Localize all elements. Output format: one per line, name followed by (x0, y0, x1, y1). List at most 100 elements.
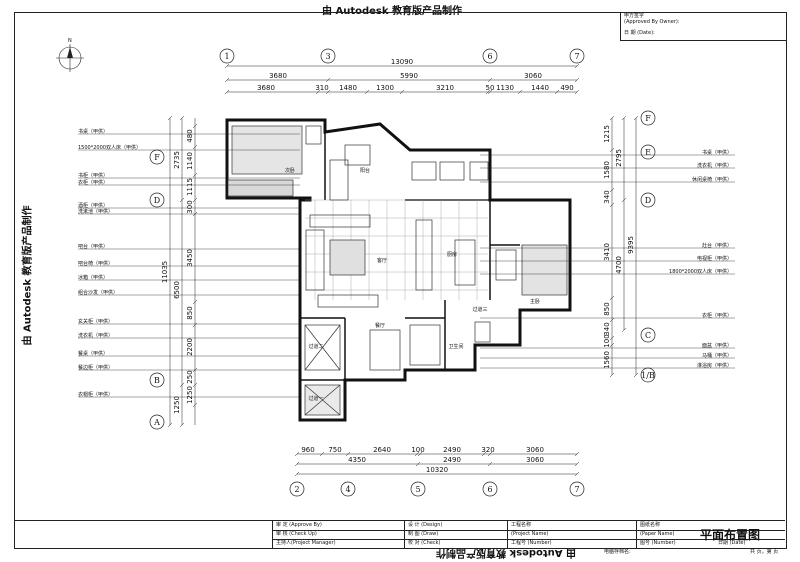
room-label-0: 次卧 (285, 167, 295, 174)
drawing-title: 平面布置图 (700, 528, 761, 542)
dim-tick (167, 115, 173, 121)
dim-tick (325, 77, 331, 83)
bottom-dim-row1-6: 3060 (526, 446, 544, 454)
dim-tick (192, 197, 198, 203)
left-leader-label-4: 酒柜（甲供） (78, 202, 108, 209)
owner-approved-label: (Approved By Owner): (624, 19, 680, 25)
dim-tick (179, 115, 185, 121)
bottom-dim-row2-0: 4350 (348, 456, 366, 464)
top-dim-row3-0: 3680 (257, 84, 275, 92)
right-leader-label-1: 洗衣机（甲供） (697, 162, 732, 169)
left-leader-label-6: 吧台（甲供） (78, 243, 108, 250)
dim-tick (574, 471, 580, 477)
right-dim-inner-1: 1580 (603, 161, 611, 179)
right-dim-inner-2: 340 (603, 190, 611, 203)
right-axis-0-circle (640, 110, 656, 126)
bottom-dim-row1-4: 2490 (443, 446, 461, 454)
dim-tick (609, 335, 615, 341)
bottom-axis-3-circle (482, 481, 498, 497)
left-dim-middle-0: 2735 (173, 151, 181, 169)
dim-tick (517, 89, 523, 95)
bottom-axis-2: 5 (415, 485, 420, 494)
right-dim-inner-5: 340 (603, 322, 611, 335)
top-dim-overall: 13090 (391, 58, 413, 66)
room-label-9: 过道一 (308, 395, 323, 402)
right-leader-label-6: 衣柜（甲供） (702, 312, 732, 319)
left-axis-3-circle (149, 414, 165, 430)
dim-tick (294, 461, 300, 467)
bottom-dim-row2-2: 3060 (526, 456, 544, 464)
furniture (227, 125, 568, 416)
left-leader-label-12: 餐桌（甲供） (78, 350, 108, 357)
dim-tick (609, 372, 615, 378)
right-axis-2: D (645, 196, 651, 205)
room-labels: 次卧阳台客厅厨房主卧过道三餐厅过道二卫生间过道一 (285, 167, 540, 402)
dim-tick (609, 295, 615, 301)
dim-tick (633, 372, 639, 378)
dim-tick (364, 89, 370, 95)
right-dim-inner-0: 1215 (603, 125, 611, 143)
design-label: 设 计 (Design) (408, 522, 443, 528)
left-dim-middle-2: 1250 (173, 396, 181, 414)
dim-tick (609, 317, 615, 323)
dim-tick (609, 187, 615, 193)
dim-tick (224, 77, 230, 83)
right-dim-overall: 9395 (627, 236, 635, 254)
right-axis-1: E (645, 148, 651, 157)
right-leader-label-9: 淋浴房（甲供） (697, 362, 732, 369)
project-name-label: 工程名称 (511, 522, 532, 528)
top-dim-row3-1: 310 (315, 84, 328, 92)
dim-tick (481, 451, 487, 457)
dim-tick (319, 451, 325, 457)
top-dim-row3-6: 1130 (496, 84, 514, 92)
right-leader-label-0: 书桌（甲供） (702, 149, 732, 156)
paper-name-label: 图纸名称 (640, 522, 661, 528)
bottom-dim-row2-1: 2490 (443, 456, 461, 464)
dim-tick (325, 89, 331, 95)
top-axis-1: 3 (325, 52, 330, 61)
left-axis-1-circle (149, 192, 165, 208)
right-leader-label-2: 休闲桌椅（甲供） (692, 176, 732, 183)
left-leader-label-10: 玄关柜（甲供） (78, 318, 113, 325)
owner-sign-label: 甲方签字 (624, 13, 645, 19)
dim-tick (621, 115, 627, 121)
dim-tick (609, 342, 615, 348)
left-dim-inner-7: 250 (186, 370, 194, 383)
dim-tick (192, 299, 198, 305)
dim-tick (414, 451, 420, 457)
left-leader-label-13: 餐边柜（甲供） (78, 364, 113, 371)
room-label-2: 客厅 (377, 257, 387, 264)
top-axis-1-circle (320, 48, 336, 64)
bottom-axis-1-circle (340, 481, 356, 497)
right-dim-middle-1: 4700 (615, 256, 623, 274)
right-leader-label-4: 电视柜（甲供） (697, 255, 732, 262)
top-dim-row3-7: 1440 (531, 84, 549, 92)
dim-tick (487, 451, 493, 457)
furniture-leaders: 书桌（甲供）1500*2000双人床（甲供）书柜（甲供）衣柜（甲供）酒柜（甲供）… (78, 128, 735, 398)
top-dim-row3-5: 50 (486, 84, 495, 92)
dim-tick (179, 197, 185, 203)
dim-tick (167, 422, 173, 428)
top-axis-3: 7 (574, 52, 579, 61)
right-axis-4: 1/B (641, 371, 655, 380)
right-dim-middle-0: 2795 (615, 149, 623, 167)
bottom-dim-row1-2: 2640 (373, 446, 391, 454)
left-leader-label-7: 吧台椅（甲供） (78, 260, 113, 267)
project-number-label: 工程号 (Number) (511, 540, 552, 546)
left-dim-inner-2: 1115 (186, 178, 194, 196)
bottom-axis-0-circle (289, 481, 305, 497)
total-pages-label: 共 页，第 页 (750, 549, 779, 555)
dim-tick (315, 89, 321, 95)
dim-tick (417, 451, 423, 457)
left-dim-inner-3: 300 (186, 200, 194, 213)
bottom-axis-0: 2 (294, 485, 299, 494)
right-leader-label-7: 面盆（甲供） (702, 342, 732, 349)
room-label-7: 过道二 (308, 343, 323, 350)
right-axis-0: F (645, 114, 651, 123)
dim-tick (192, 172, 198, 178)
top-dim-row3-8: 490 (560, 84, 573, 92)
bottom-axis-3: 6 (487, 485, 492, 494)
dim-tick (399, 89, 405, 95)
top-dim-row2-1: 5990 (400, 72, 418, 80)
